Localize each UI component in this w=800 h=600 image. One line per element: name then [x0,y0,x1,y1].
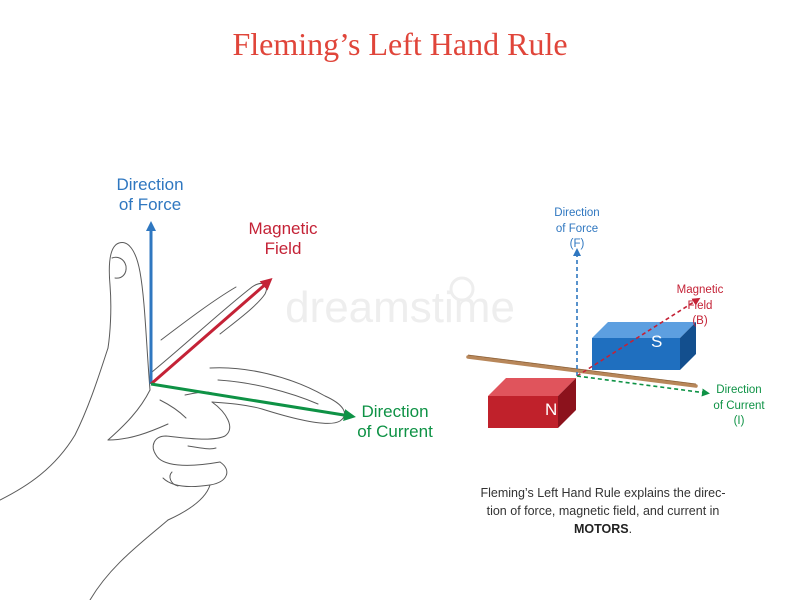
caption-emphasis: MOTORS [573,521,629,536]
motor-current-label: Direction of Current (I) [713,384,765,428]
hand-field-label: Magnetic Field [248,219,318,259]
watermark: dreamstime [285,276,515,332]
caption: Fleming’s Left Hand Rule explains the di… [472,485,734,538]
field-arrow [150,278,273,386]
hand-current-label: Direction of Current [357,402,433,442]
hand-force-label: Direction of Force [116,175,184,215]
wire [466,355,698,388]
motor-force-label: Direction of Force (F) [554,207,600,251]
caption-text: Fleming’s Left Hand Rule explains the di… [480,486,726,518]
south-magnet [592,322,696,370]
watermark-text: dreamstime [285,283,515,332]
motor-diagram [466,248,710,428]
caption-end: . [628,521,633,536]
page-title: Fleming’s Left Hand Rule [232,26,568,62]
motor-current-arrow [576,375,710,397]
north-magnet [488,378,576,428]
motor-field-arrow [576,297,701,377]
north-magnet-label: N [545,400,558,419]
motor-field-label: Magnetic Field (B) [676,284,724,328]
south-magnet-label: S [651,332,663,351]
current-arrow [150,382,356,421]
